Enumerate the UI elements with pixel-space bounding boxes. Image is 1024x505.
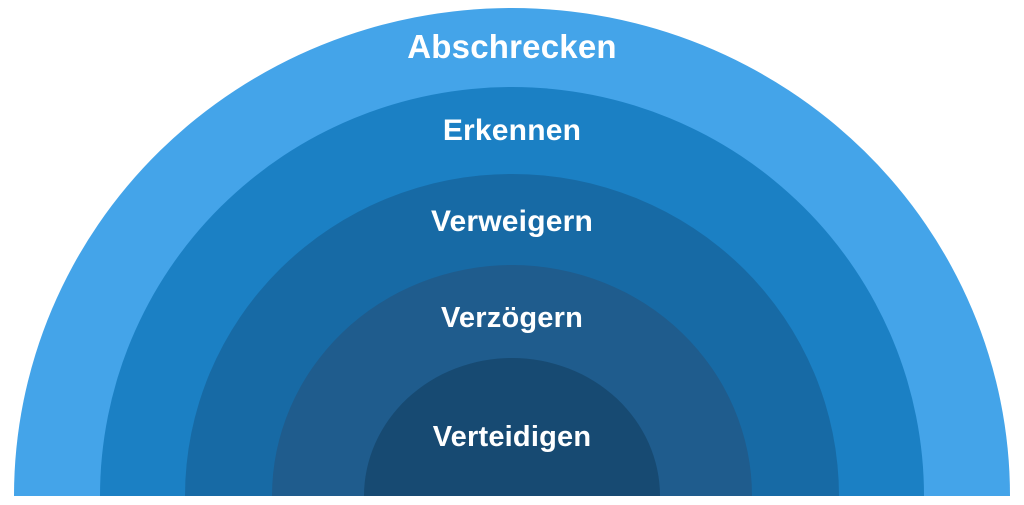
layer-label-verweigern: Verweigern [430,205,594,238]
layer-label-verteidigen: Verteidigen [432,421,592,453]
baseline-mask [0,496,1024,505]
layer-label-erkennen: Erkennen [442,114,582,147]
layer-label-verzoegern: Verzögern [440,302,583,334]
layer-shape-4[interactable] [364,358,660,505]
layer-label-abschrecken: Abschrecken [407,28,617,65]
